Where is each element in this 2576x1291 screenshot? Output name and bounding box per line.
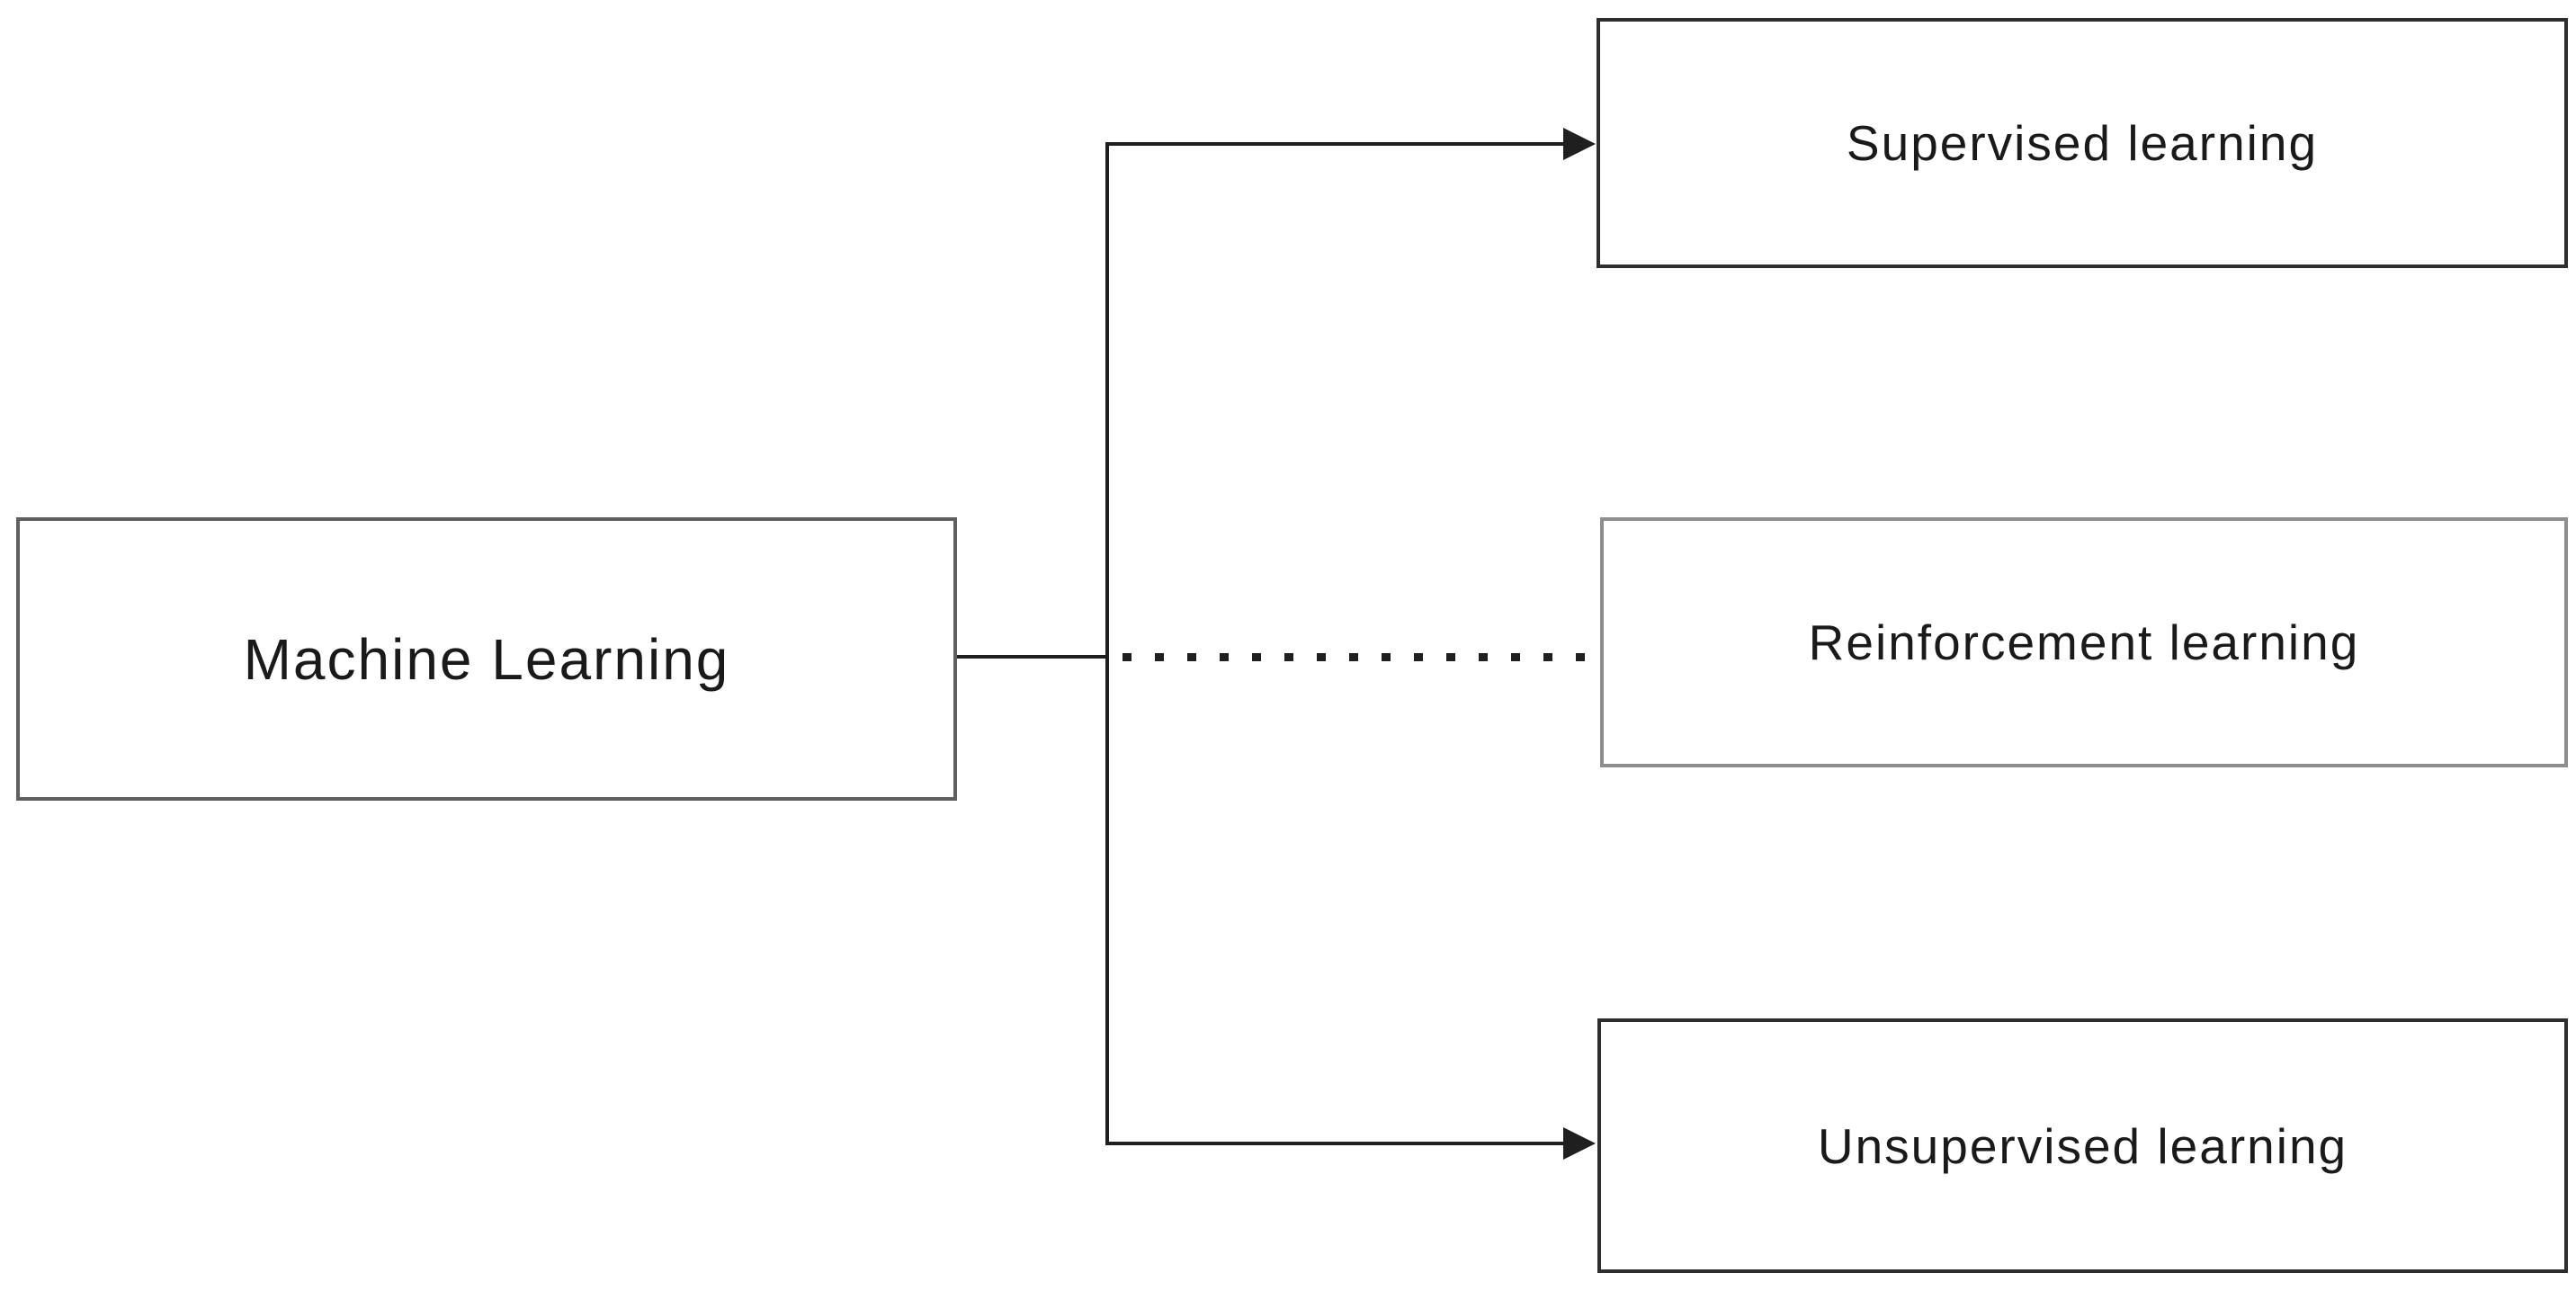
node-reinforcement-learning-label: Reinforcement learning bbox=[1808, 614, 2360, 670]
connector-to-supervised bbox=[1105, 142, 1566, 146]
node-reinforcement-learning: Reinforcement learning bbox=[1600, 517, 2568, 767]
connector-to-reinforcement-dotted bbox=[1123, 653, 1597, 661]
node-unsupervised-learning: Unsupervised learning bbox=[1597, 1018, 2568, 1273]
connector-root-stem bbox=[957, 655, 1108, 659]
node-supervised-learning-label: Supervised learning bbox=[1846, 115, 2319, 171]
node-machine-learning-label: Machine Learning bbox=[243, 626, 730, 692]
arrowhead-unsupervised-icon bbox=[1563, 1127, 1596, 1160]
node-supervised-learning: Supervised learning bbox=[1597, 18, 2568, 268]
node-unsupervised-learning-label: Unsupervised learning bbox=[1817, 1117, 2348, 1174]
node-machine-learning: Machine Learning bbox=[16, 517, 957, 801]
connector-trunk-vertical bbox=[1105, 142, 1109, 1145]
arrowhead-supervised-icon bbox=[1563, 128, 1596, 160]
connector-to-unsupervised bbox=[1105, 1142, 1566, 1145]
